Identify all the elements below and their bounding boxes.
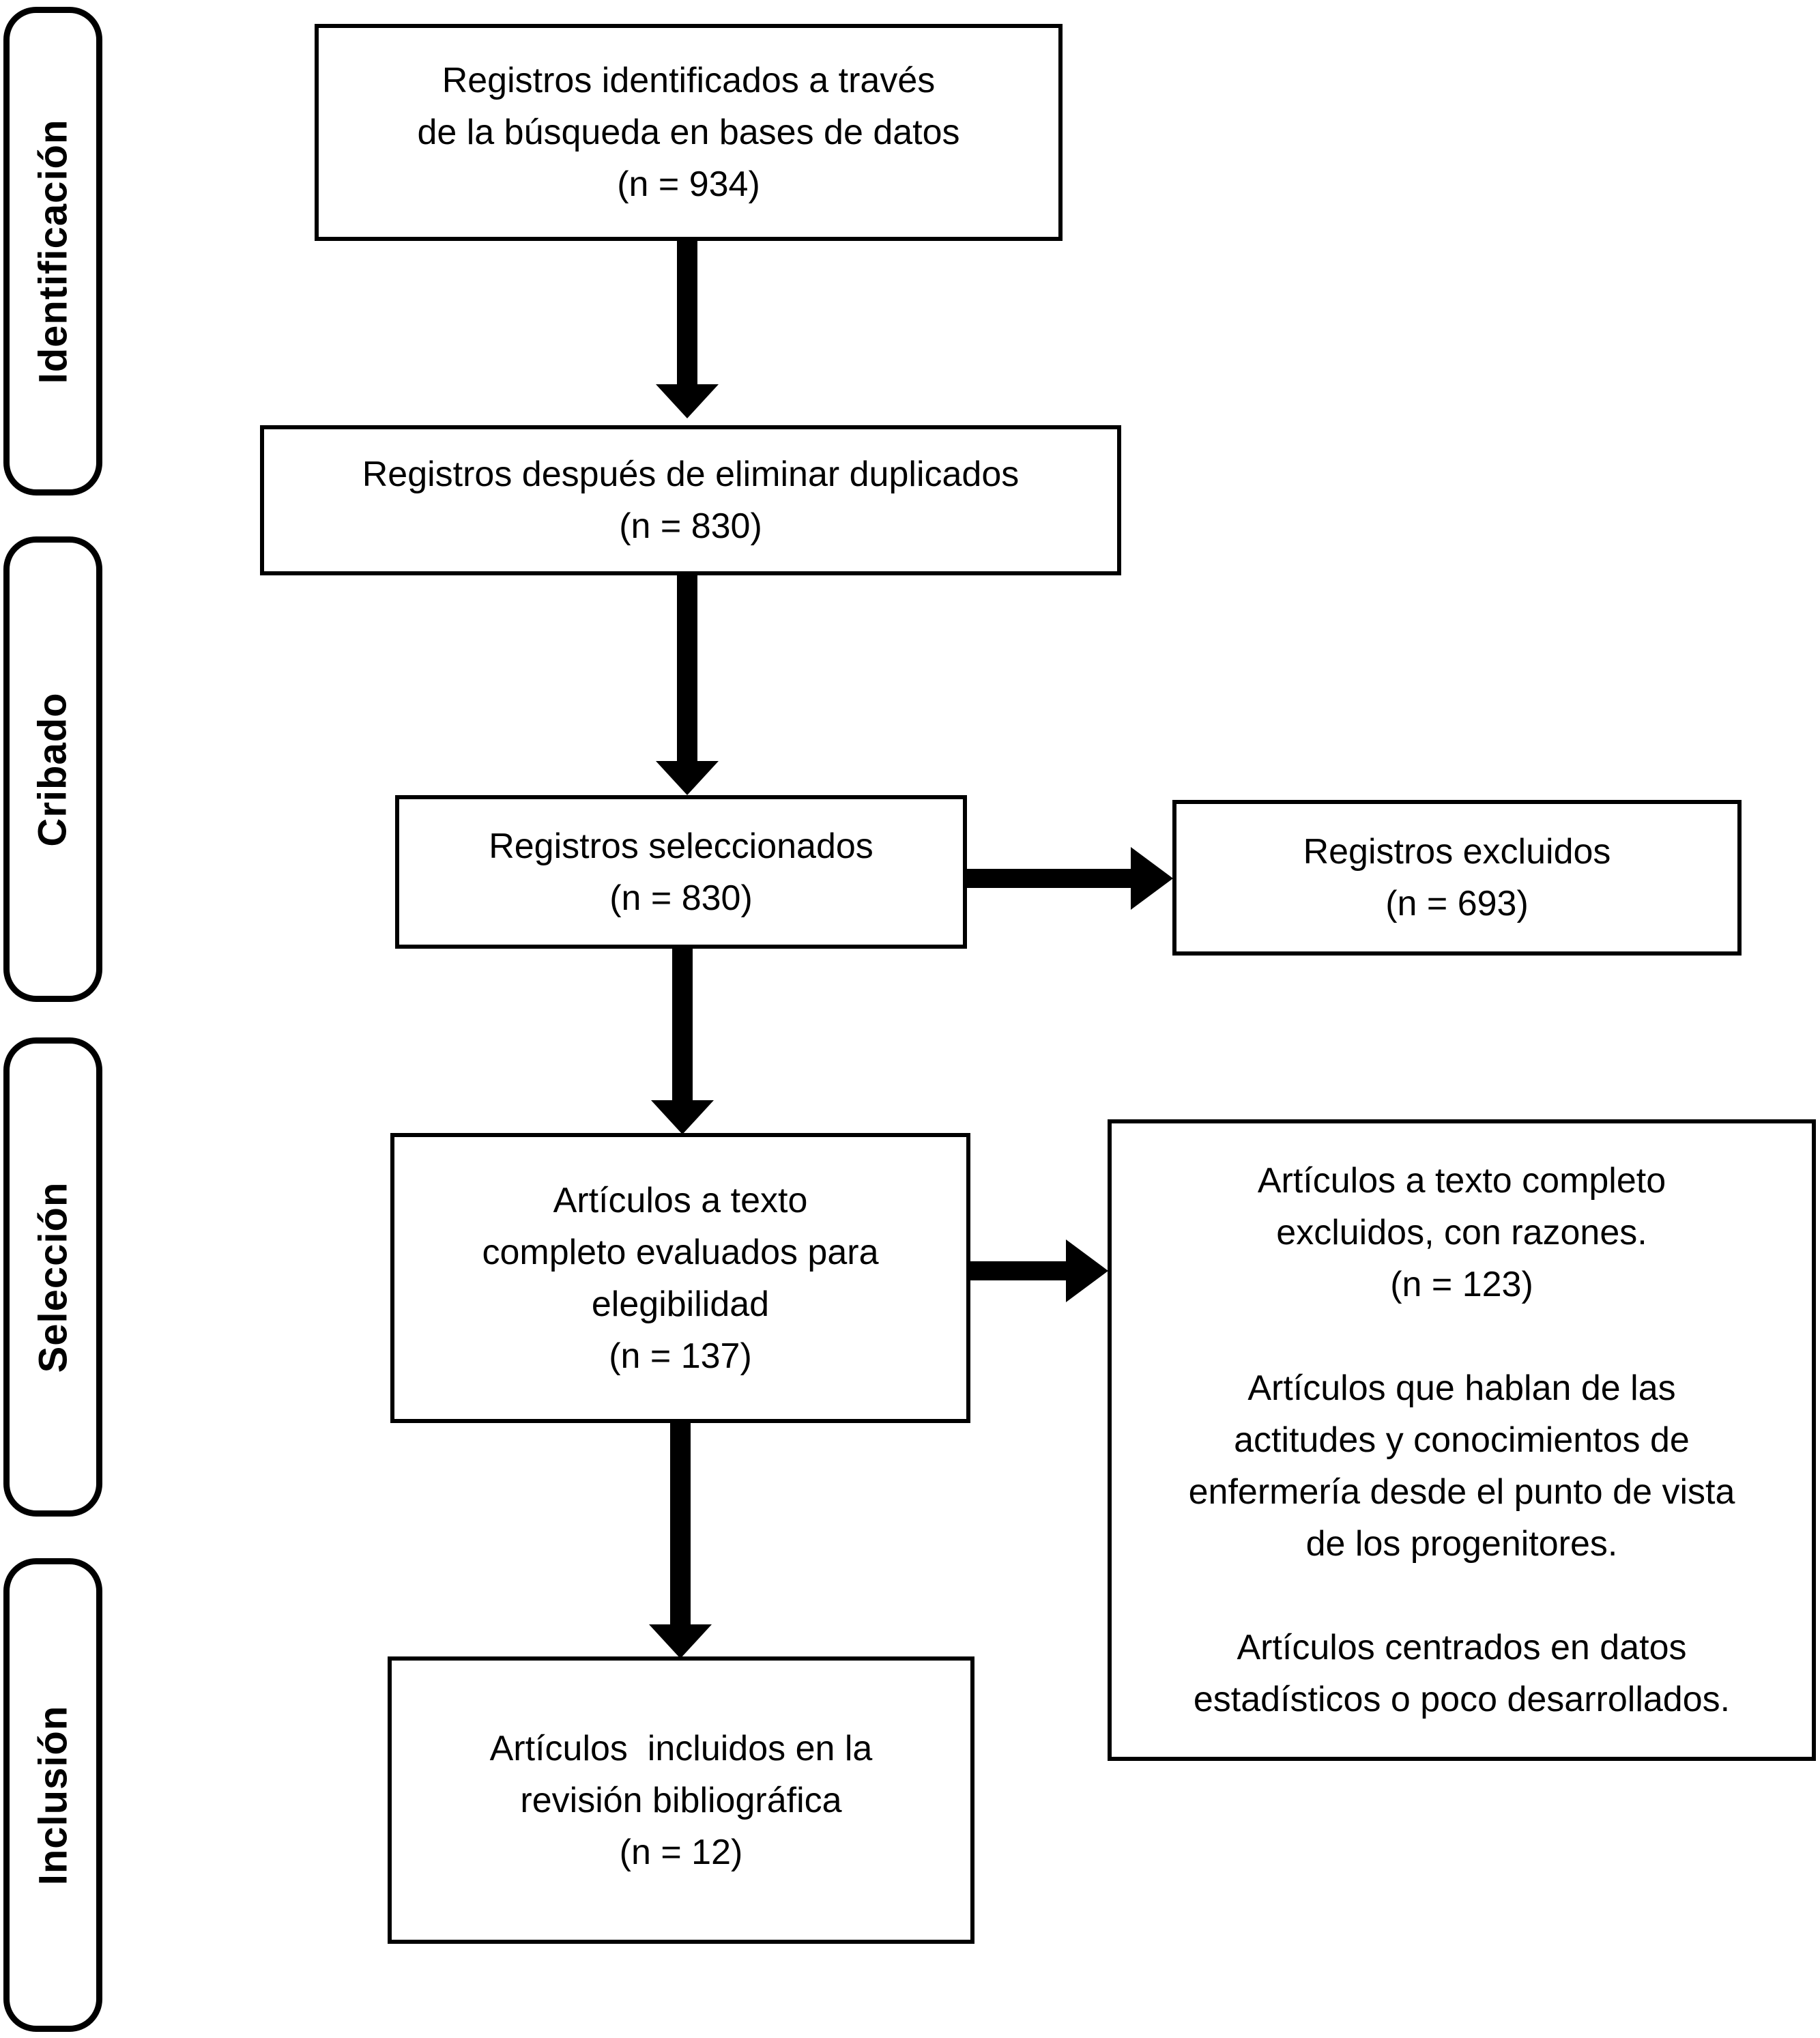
box-records-identified: Registros identificados a través de la b… [315,24,1063,241]
arrow-deduplicated-to-screened-stem [677,575,697,761]
box-fulltext-assessed: Artículos a texto completo evaluados par… [390,1133,970,1423]
arrow-fulltext-to-included-head [649,1624,712,1659]
stage-identificacion: Identificación [3,7,102,496]
box-records-screened-text: Registros seleccionados (n = 830) [489,826,873,918]
box-records-deduplicated-text: Registros después de eliminar duplicados… [362,455,1020,546]
box-fulltext-excluded-reasons-text: Artículos a texto completo excluidos, co… [1188,1161,1735,1719]
arrow-screened-to-fulltext-stem [672,949,693,1100]
arrow-identified-to-deduplicated-head [656,384,719,418]
box-records-identified-text: Registros identificados a través de la b… [417,61,960,204]
stage-seleccion-label: Selección [31,1181,75,1373]
arrow-fulltext-to-included-stem [670,1423,691,1624]
box-records-excluded: Registros excluidos (n = 693) [1172,800,1742,956]
box-records-deduplicated: Registros después de eliminar duplicados… [260,425,1121,575]
stage-inclusion: Inclusión [3,1558,102,2032]
box-studies-included-text: Artículos incluidos en la revisión bibli… [489,1728,873,1872]
arrow-fulltext-to-excluded-stem [970,1261,1066,1280]
arrow-fulltext-to-excluded-head [1066,1239,1108,1302]
box-records-screened: Registros seleccionados (n = 830) [395,795,967,949]
arrow-screened-to-excluded-stem [967,869,1131,888]
arrow-screened-to-excluded-head [1131,847,1173,910]
box-fulltext-excluded-reasons: Artículos a texto completo excluidos, co… [1108,1119,1816,1761]
stage-cribado-label: Cribado [31,691,75,847]
stage-identificacion-label: Identificación [31,119,76,384]
box-studies-included: Artículos incluidos en la revisión bibli… [388,1656,974,1944]
arrow-screened-to-fulltext-head [651,1100,714,1134]
stage-inclusion-label: Inclusión [31,1705,76,1885]
box-records-excluded-text: Registros excluidos (n = 693) [1303,832,1611,923]
stage-cribado: Cribado [3,536,102,1002]
stage-seleccion: Selección [3,1037,102,1517]
box-fulltext-assessed-text: Artículos a texto completo evaluados par… [482,1180,879,1376]
arrow-deduplicated-to-screened-head [656,761,719,795]
arrow-identified-to-deduplicated-stem [677,241,697,384]
